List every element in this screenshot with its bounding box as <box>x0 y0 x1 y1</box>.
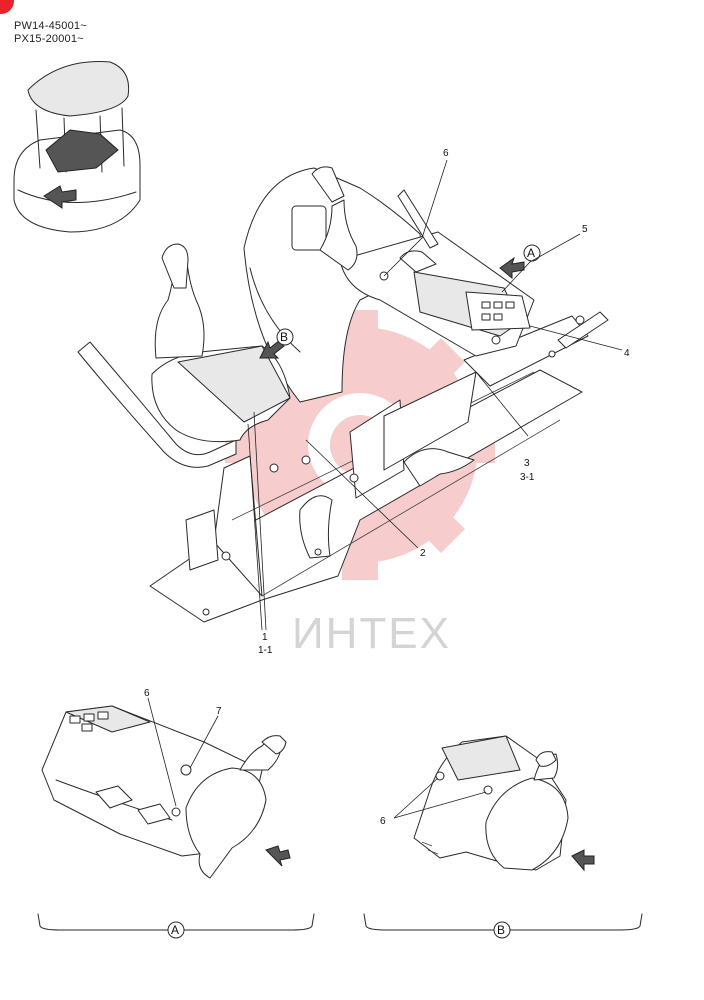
view-label-a-brace: A <box>37 913 315 939</box>
callout-6-main: 6 <box>443 148 449 159</box>
main-frame <box>149 311 609 623</box>
callout-detail-a-7: 7 <box>216 706 222 717</box>
callout-detail-a-6: 6 <box>144 688 150 699</box>
view-arrow-b-main: B <box>259 328 294 359</box>
left-control-console <box>151 243 291 443</box>
callout-3: 3 <box>524 458 530 469</box>
view-arrow-a-letter: A <box>527 246 535 260</box>
detail-view-b-drawing <box>413 735 595 872</box>
callout-detail-b-6: 6 <box>380 816 386 827</box>
serial-range-px15: PX15-20001~ <box>14 33 84 45</box>
callout-2: 2 <box>420 548 426 559</box>
right-control-console <box>311 166 535 357</box>
callout-1-1: 1-1 <box>258 645 273 656</box>
callout-4: 4 <box>624 348 630 359</box>
view-label-a-letter: A <box>171 923 179 937</box>
view-label-b-brace: B <box>363 913 643 939</box>
callout-5: 5 <box>582 224 588 235</box>
leader-detail-a-6 <box>147 697 177 807</box>
leader-detail-b-6b <box>393 791 487 819</box>
view-arrow-a-main: A <box>499 244 541 280</box>
leader-detail-b-6a <box>393 777 439 819</box>
view-label-b-letter: B <box>497 923 505 937</box>
view-arrow-b-letter: B <box>280 330 288 344</box>
leader-detail-a-7 <box>189 715 219 769</box>
cab-location-thumbnail <box>13 61 141 233</box>
serial-range-pw14: PW14-45001~ <box>14 20 87 32</box>
detail-view-a-drawing <box>41 705 291 879</box>
callout-1: 1 <box>262 632 268 643</box>
main-leader-lines <box>247 159 623 631</box>
callout-3-1: 3-1 <box>520 472 535 483</box>
watermark-text: ИНТЕХ <box>292 609 451 658</box>
